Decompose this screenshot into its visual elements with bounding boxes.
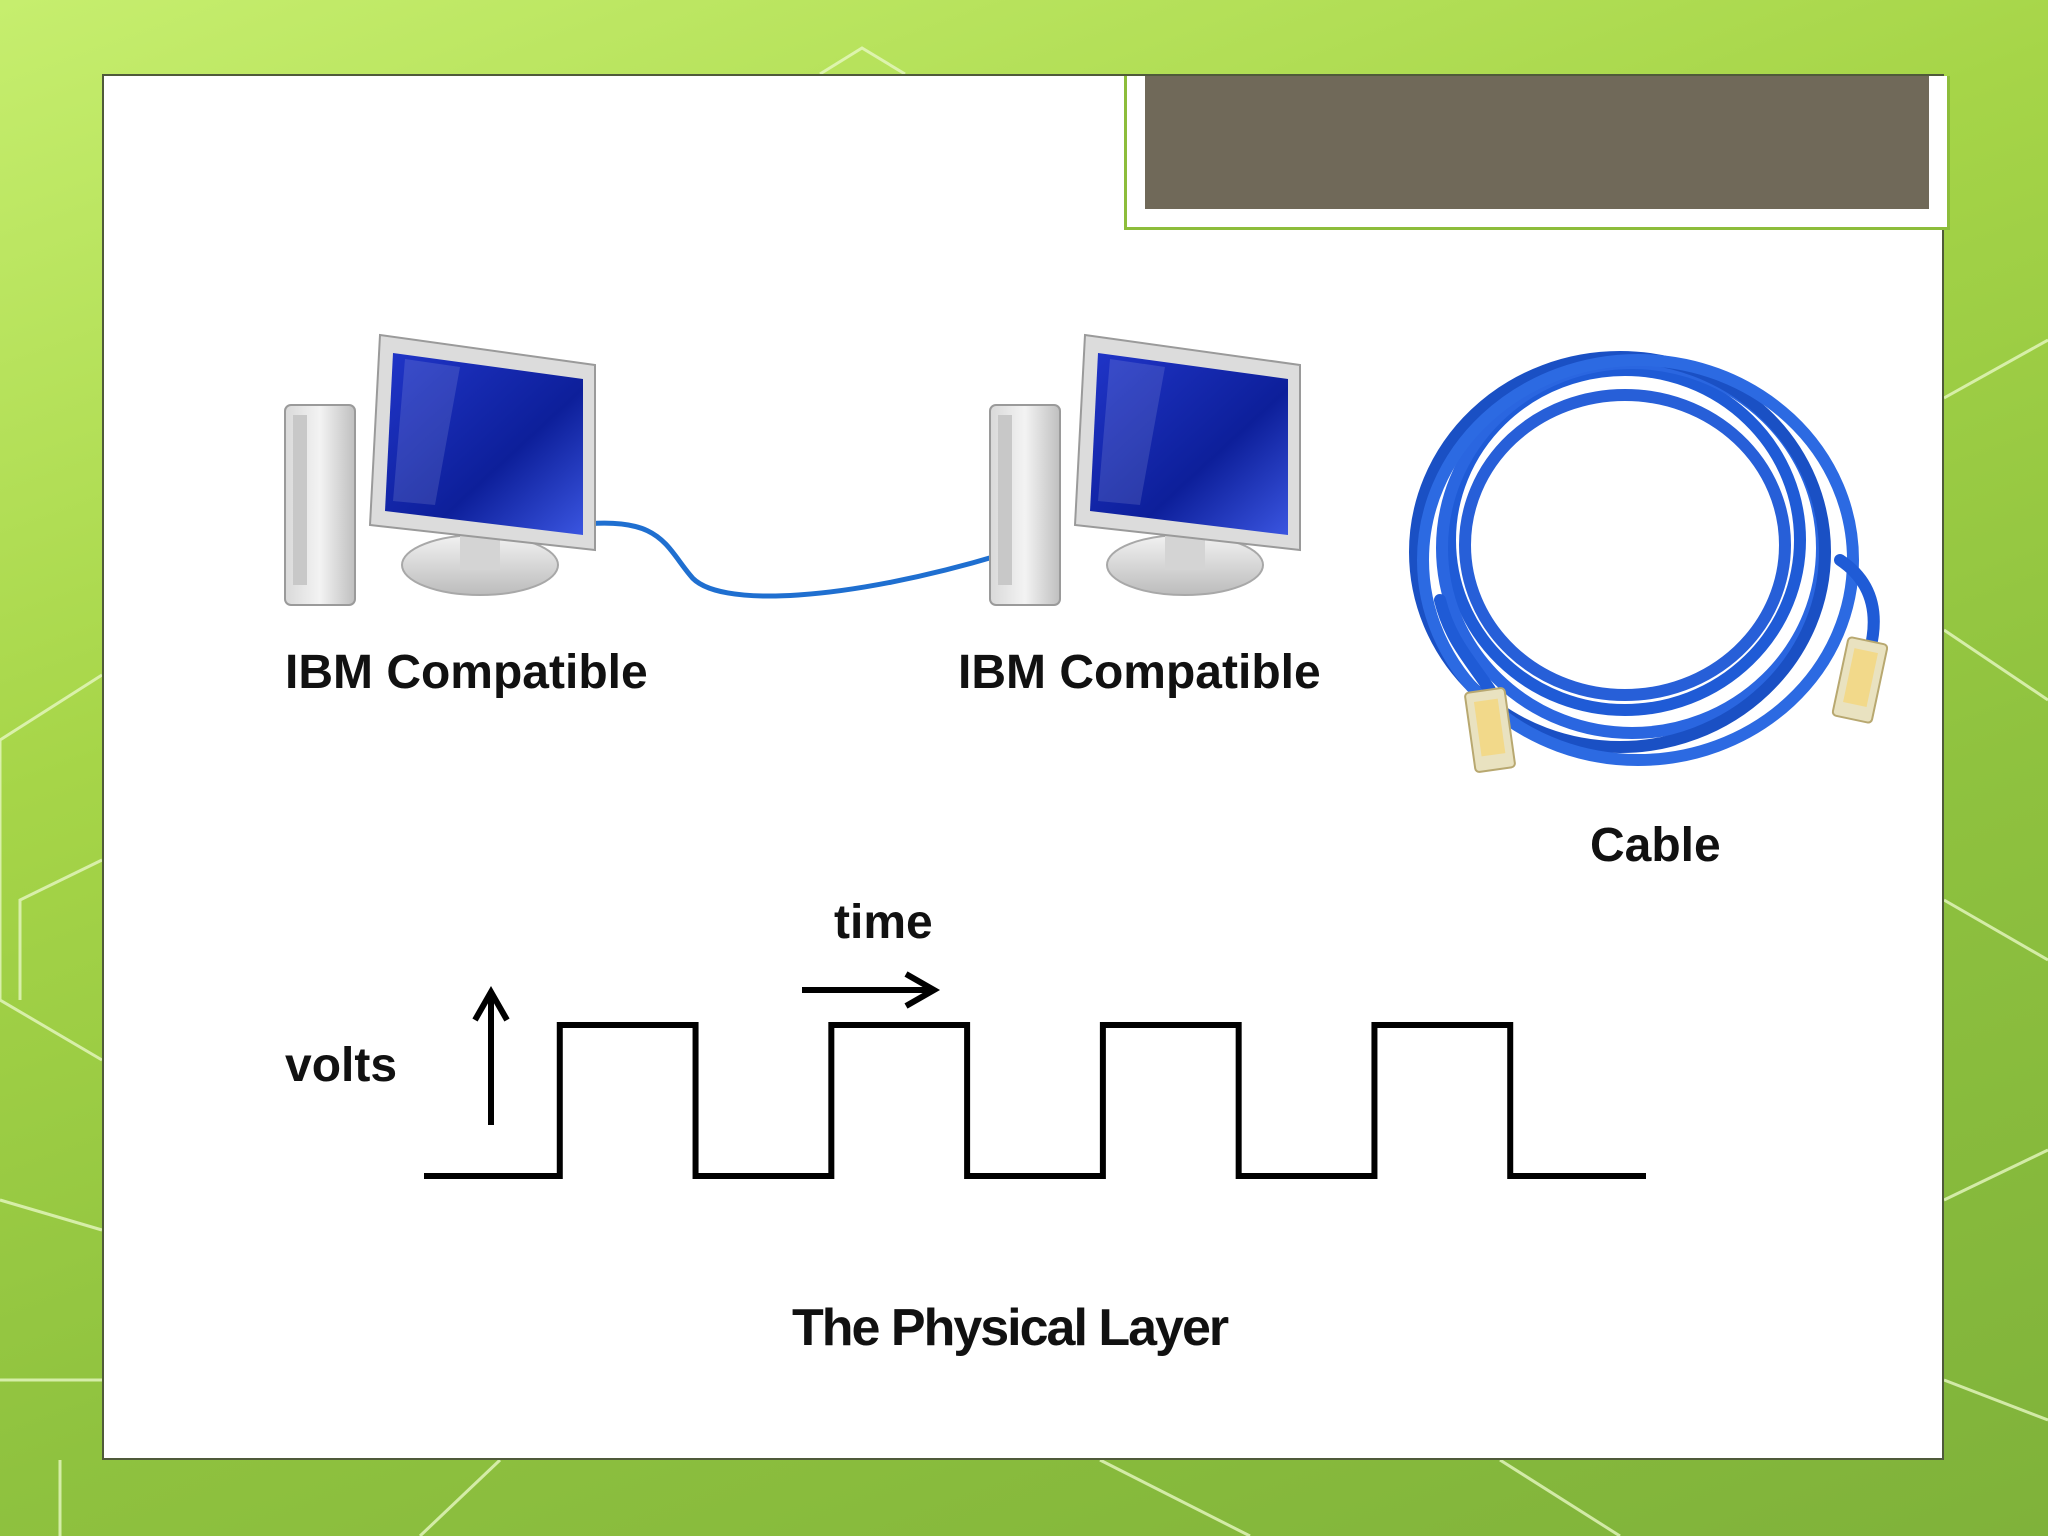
desktop-computer-icon — [989, 333, 1301, 606]
pc-right-label: IBM Compatible — [958, 646, 1321, 699]
cable-label: Cable — [1590, 819, 1721, 872]
volts-arrow-icon — [472, 985, 510, 1125]
desktop-computer-icon — [284, 333, 596, 606]
time-arrow-icon — [802, 971, 941, 1009]
network-link-cable — [574, 520, 1001, 599]
pc-left-label: IBM Compatible — [285, 646, 648, 699]
diagram-caption: The Physical Layer — [792, 1299, 1229, 1357]
network-cable-icon — [1409, 351, 1880, 766]
title-box — [1124, 76, 1950, 230]
square-wave-signal — [424, 1022, 1646, 1179]
title-placeholder — [1145, 76, 1929, 209]
slide-content-area — [102, 74, 1950, 1460]
time-label: time — [834, 896, 933, 949]
volts-label: volts — [285, 1039, 398, 1092]
cable-connector-icon — [1464, 636, 1889, 773]
